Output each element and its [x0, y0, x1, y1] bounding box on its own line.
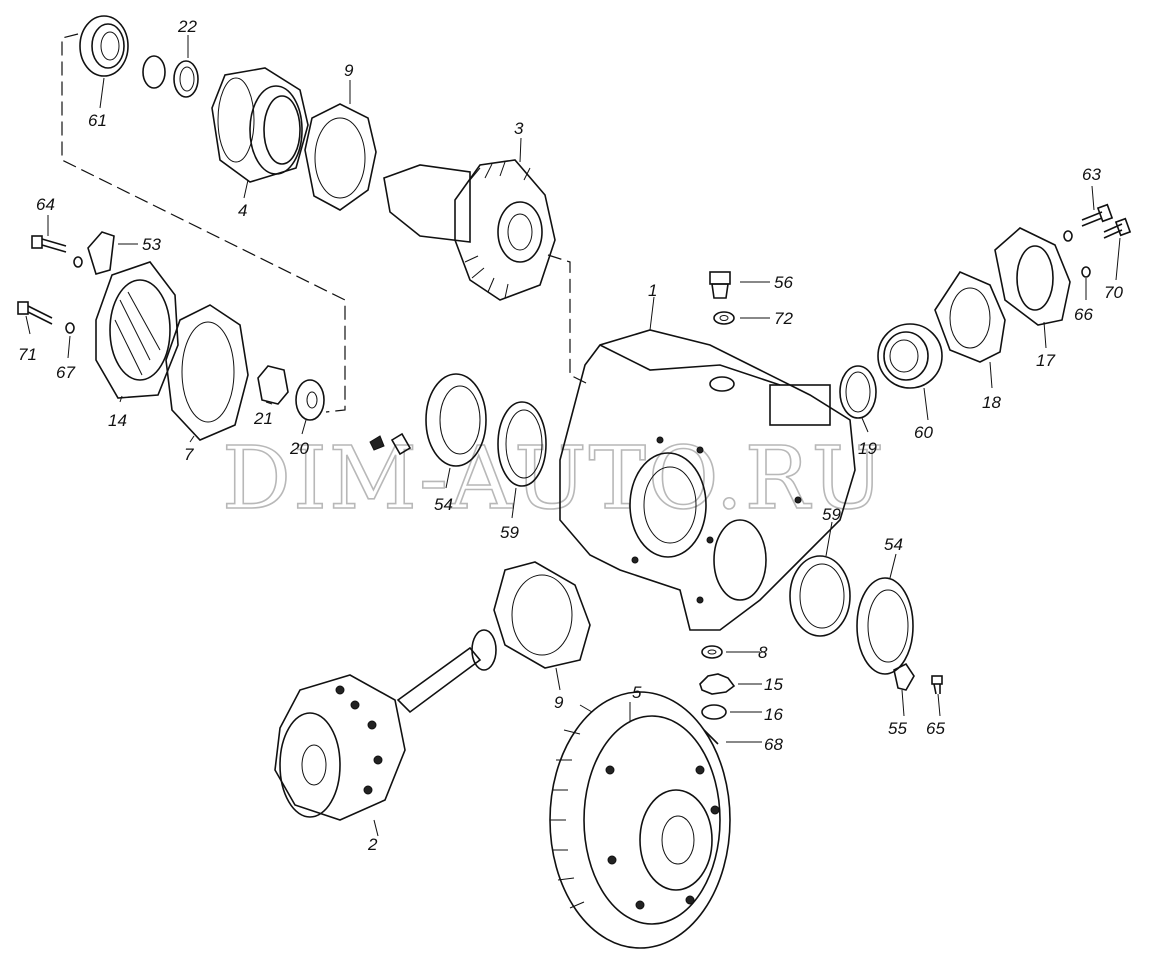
callout-72: 72 [774, 309, 793, 328]
callout-56: 56 [774, 273, 793, 292]
callout-22: 22 [177, 17, 197, 36]
callout-59-left: 59 [500, 523, 519, 542]
part-14-cover [95, 261, 179, 399]
callout-54-left: 54 [434, 495, 453, 514]
callout-18: 18 [982, 393, 1001, 412]
callout-53: 53 [142, 235, 161, 254]
part-61-oil-seal [79, 15, 129, 77]
part-71-bolt [17, 301, 53, 325]
callout-68: 68 [764, 735, 783, 754]
part-66-washers [1063, 230, 1091, 278]
callout-70: 70 [1104, 283, 1123, 302]
callout-54-right: 54 [884, 535, 903, 554]
callout-4: 4 [238, 201, 247, 220]
callout-7: 7 [184, 445, 194, 464]
callout-3: 3 [514, 119, 524, 138]
callout-labels: 1 2 3 4 5 7 8 9 9 14 15 16 17 18 19 20 2… [18, 17, 1123, 854]
leader-lines [25, 35, 1121, 837]
assembly-dash-lines [61, 33, 591, 413]
part-70-bolt [1103, 217, 1132, 239]
part-63-bolt [1081, 203, 1114, 227]
part-60-bearing [877, 323, 943, 389]
part-5-ring-gear [549, 691, 731, 949]
part-54-adjusting-nut-right [856, 577, 914, 675]
part-20-washer [295, 379, 325, 421]
callout-21: 21 [253, 409, 273, 428]
part-53-lock-plate [87, 231, 115, 275]
part-19-ring [839, 365, 877, 419]
callout-63: 63 [1082, 165, 1101, 184]
part-7-gasket [165, 304, 249, 441]
part-3-drive-pinion [383, 159, 556, 301]
callout-55: 55 [888, 719, 907, 738]
part-1-axle-housing [559, 329, 856, 631]
callout-61: 61 [88, 111, 107, 130]
part-16-ring [701, 704, 727, 720]
callout-9-lower: 9 [554, 693, 564, 712]
part-54-adjusting-nut-left [369, 373, 487, 467]
part-9-gasket-lower [493, 561, 591, 669]
callout-71: 71 [18, 345, 37, 364]
callout-66: 66 [1074, 305, 1093, 324]
callout-1: 1 [648, 281, 657, 300]
part-17-bearing-cover [994, 227, 1071, 326]
part-55-lock-plate [893, 662, 915, 691]
part-22-spacer-rings [142, 55, 199, 98]
part-18-gasket [934, 270, 1006, 363]
part-4-bearing-housing [211, 67, 309, 183]
callout-14: 14 [108, 411, 127, 430]
part-72-washer [713, 311, 735, 325]
part-21-nut [257, 365, 289, 405]
callout-20: 20 [289, 439, 309, 458]
part-56-plug [709, 271, 731, 299]
callout-8: 8 [758, 643, 768, 662]
part-9-gasket-top [304, 103, 377, 211]
callout-65: 65 [926, 719, 945, 738]
callout-5: 5 [632, 683, 642, 702]
callout-16: 16 [764, 705, 783, 724]
callout-2: 2 [367, 835, 378, 854]
callout-60: 60 [914, 423, 933, 442]
part-65-bolt [931, 675, 943, 695]
callout-17: 17 [1036, 351, 1055, 370]
part-8-washer [701, 645, 723, 659]
part-67-washer [65, 322, 75, 334]
part-59-bearing-cup-right [789, 555, 851, 637]
callout-19: 19 [858, 439, 877, 458]
watermark-text: DIM-AUTO.RU [222, 429, 886, 529]
callout-59-right: 59 [822, 505, 841, 524]
callout-15: 15 [764, 675, 783, 694]
part-2-differential-shaft [274, 629, 497, 821]
callout-64: 64 [36, 195, 55, 214]
part-15-lock-washer [699, 673, 736, 695]
callout-9-top: 9 [344, 61, 354, 80]
part-59-bearing-cup-left [497, 401, 547, 487]
part-64-bolt [31, 235, 67, 253]
part-64-washer [73, 256, 83, 268]
callout-67: 67 [56, 363, 75, 382]
